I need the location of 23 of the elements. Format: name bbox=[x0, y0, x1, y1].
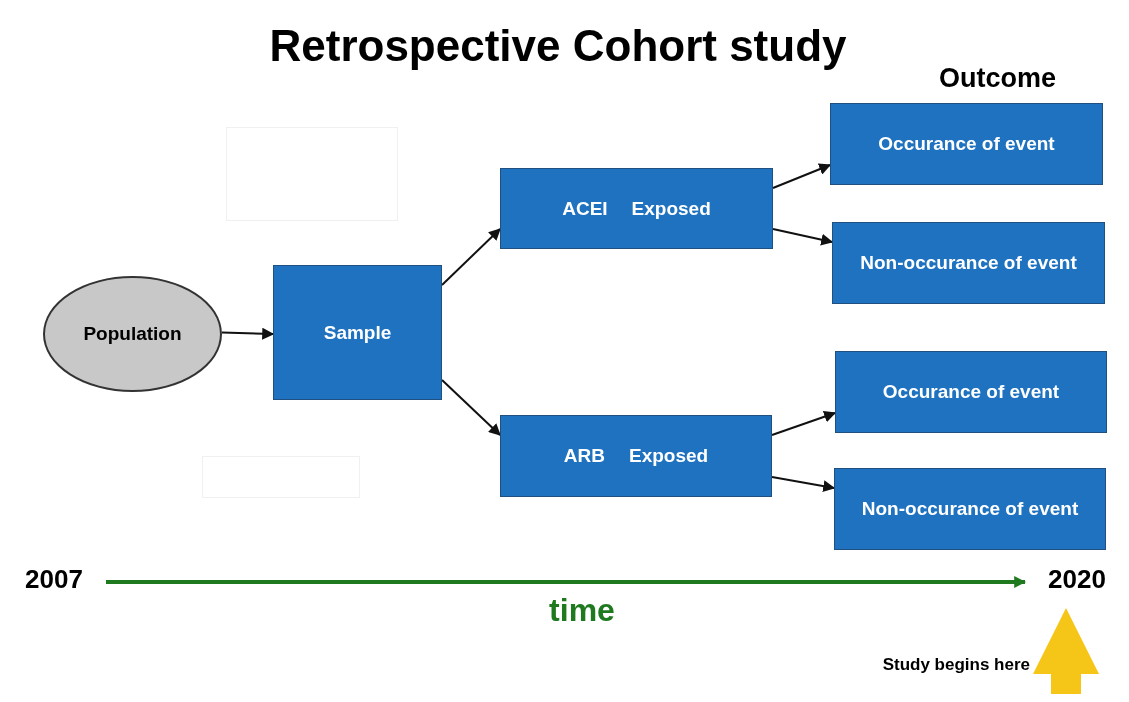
year-label: 2020 bbox=[1033, 562, 1121, 596]
arrow bbox=[772, 163, 832, 189]
year-label: 2007 bbox=[10, 562, 98, 596]
arrow bbox=[441, 379, 501, 436]
population-ellipse: Population bbox=[43, 276, 222, 392]
title: Retrospective Cohort study bbox=[268, 20, 848, 72]
process-box: ACEI Exposed bbox=[500, 168, 773, 249]
process-box: Occurance of event bbox=[835, 351, 1107, 433]
arrow bbox=[441, 228, 501, 286]
process-box: ARB Exposed bbox=[500, 415, 772, 497]
arrow bbox=[1033, 608, 1099, 694]
arrow bbox=[221, 327, 275, 340]
arrow bbox=[771, 410, 837, 436]
process-box: Sample bbox=[273, 265, 442, 400]
process-box: Non-occurance of event bbox=[832, 222, 1105, 304]
note: Study begins here bbox=[881, 654, 1030, 676]
column-heading: Outcome bbox=[938, 62, 1057, 95]
arrow bbox=[771, 476, 836, 492]
arrow bbox=[772, 228, 834, 246]
process-box: Non-occurance of event bbox=[834, 468, 1106, 550]
process-box: Occurance of event bbox=[830, 103, 1103, 185]
axis-label: time bbox=[548, 591, 616, 630]
arrow bbox=[106, 576, 1027, 588]
